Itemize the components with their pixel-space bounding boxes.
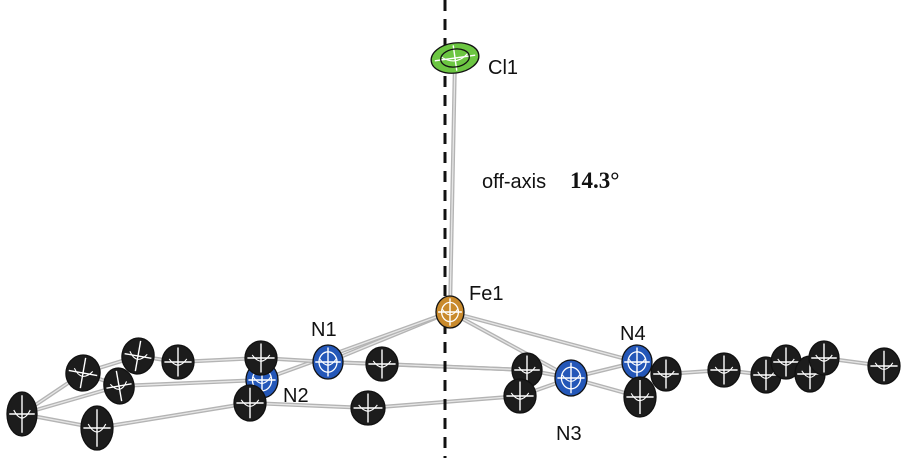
octant-arc bbox=[628, 358, 646, 366]
atom-a1 bbox=[121, 337, 155, 375]
principal-axes bbox=[9, 395, 35, 433]
atom-a7 bbox=[6, 391, 38, 437]
octant-arc bbox=[240, 399, 260, 407]
atom-a13 bbox=[623, 376, 657, 418]
label-n3: N3 bbox=[556, 423, 582, 445]
octant-arc bbox=[630, 393, 650, 402]
principal-axes bbox=[124, 340, 152, 372]
principal-axes bbox=[811, 343, 837, 373]
atom-n3 bbox=[554, 359, 588, 397]
principal-axes bbox=[870, 350, 898, 382]
principal-axes bbox=[753, 359, 779, 391]
principal-axes bbox=[236, 387, 264, 419]
label-n1: N1 bbox=[311, 319, 337, 341]
octant-arc bbox=[510, 392, 530, 400]
bond-highlight-fe1-n3 bbox=[449, 311, 572, 379]
atom-a12 bbox=[503, 378, 537, 414]
atom-ring bbox=[627, 351, 647, 373]
octant-arc bbox=[441, 53, 469, 62]
bond-highlight-a8-a9 bbox=[96, 402, 251, 429]
principal-axes bbox=[368, 349, 396, 379]
atom-a3 bbox=[244, 340, 278, 376]
octant-arc bbox=[441, 308, 459, 316]
principal-axes bbox=[773, 347, 799, 377]
atom-n1 bbox=[312, 344, 344, 380]
octant-arc bbox=[73, 367, 94, 377]
label-n2: N2 bbox=[283, 385, 309, 407]
octant-arc bbox=[561, 374, 581, 382]
octant-arc bbox=[168, 358, 188, 366]
principal-axes bbox=[506, 381, 534, 411]
bond-highlight-a9-a10 bbox=[249, 402, 369, 409]
octant-arc bbox=[109, 381, 128, 390]
atom-layer bbox=[6, 42, 901, 451]
octant-arc bbox=[13, 409, 31, 419]
octant-arc bbox=[815, 354, 833, 362]
bond-highlight-fe1-n2 bbox=[261, 311, 451, 381]
bond-highlight-fe1-n4 bbox=[449, 311, 638, 363]
octant-arc bbox=[372, 360, 392, 368]
principal-axes bbox=[626, 380, 654, 414]
bond-highlight-cl1-fe1 bbox=[449, 57, 456, 313]
octant-arc bbox=[251, 354, 271, 362]
atom-a6 bbox=[365, 346, 399, 382]
atom-ring bbox=[440, 301, 460, 323]
principal-axes bbox=[353, 393, 383, 423]
label-cl1: Cl1 bbox=[488, 57, 518, 79]
principal-axes bbox=[83, 409, 111, 447]
principal-axes bbox=[653, 359, 679, 389]
atom-a20 bbox=[867, 347, 901, 385]
label-fe1: Fe1 bbox=[469, 283, 503, 305]
octant-arc bbox=[252, 376, 272, 384]
octant-arc bbox=[518, 366, 536, 374]
label-n4: N4 bbox=[620, 323, 646, 345]
octant-arc bbox=[87, 423, 107, 433]
octant-arc bbox=[129, 351, 148, 360]
off-axis-angle: 14.3° bbox=[570, 168, 619, 193]
octant-arc bbox=[777, 358, 795, 366]
octant-arc bbox=[714, 366, 734, 374]
bond-highlight-a7-a5 bbox=[21, 385, 120, 415]
principal-axes bbox=[247, 343, 275, 373]
atom-cl1 bbox=[430, 42, 480, 74]
atom-a19 bbox=[808, 340, 840, 376]
bond-highlight-a5-n2 bbox=[118, 379, 263, 387]
octant-arc bbox=[657, 370, 675, 378]
atom-a10 bbox=[350, 390, 386, 426]
atom-a15 bbox=[707, 352, 741, 388]
atom-ring bbox=[560, 366, 582, 390]
atom-ring bbox=[440, 48, 470, 68]
principal-axes bbox=[106, 370, 132, 402]
atom-ring bbox=[318, 351, 338, 373]
off-axis-label: off-axis bbox=[482, 171, 546, 193]
atom-a8 bbox=[80, 405, 114, 451]
atom-a4 bbox=[65, 354, 101, 392]
atom-a2 bbox=[161, 344, 195, 380]
octant-arc bbox=[757, 371, 775, 379]
principal-axes bbox=[68, 357, 98, 389]
atom-a9 bbox=[233, 384, 267, 422]
atom-a14 bbox=[650, 356, 682, 392]
atom-fe1 bbox=[435, 295, 465, 329]
octant-arc bbox=[874, 362, 894, 370]
principal-axes bbox=[514, 355, 540, 385]
octant-arc bbox=[358, 404, 378, 412]
principal-axes bbox=[710, 355, 738, 385]
principal-axes bbox=[164, 347, 192, 377]
atom-a5 bbox=[103, 367, 135, 405]
atom-n4 bbox=[621, 344, 653, 380]
bond-highlight-a6-a11 bbox=[381, 363, 528, 371]
octant-arc bbox=[319, 358, 337, 366]
